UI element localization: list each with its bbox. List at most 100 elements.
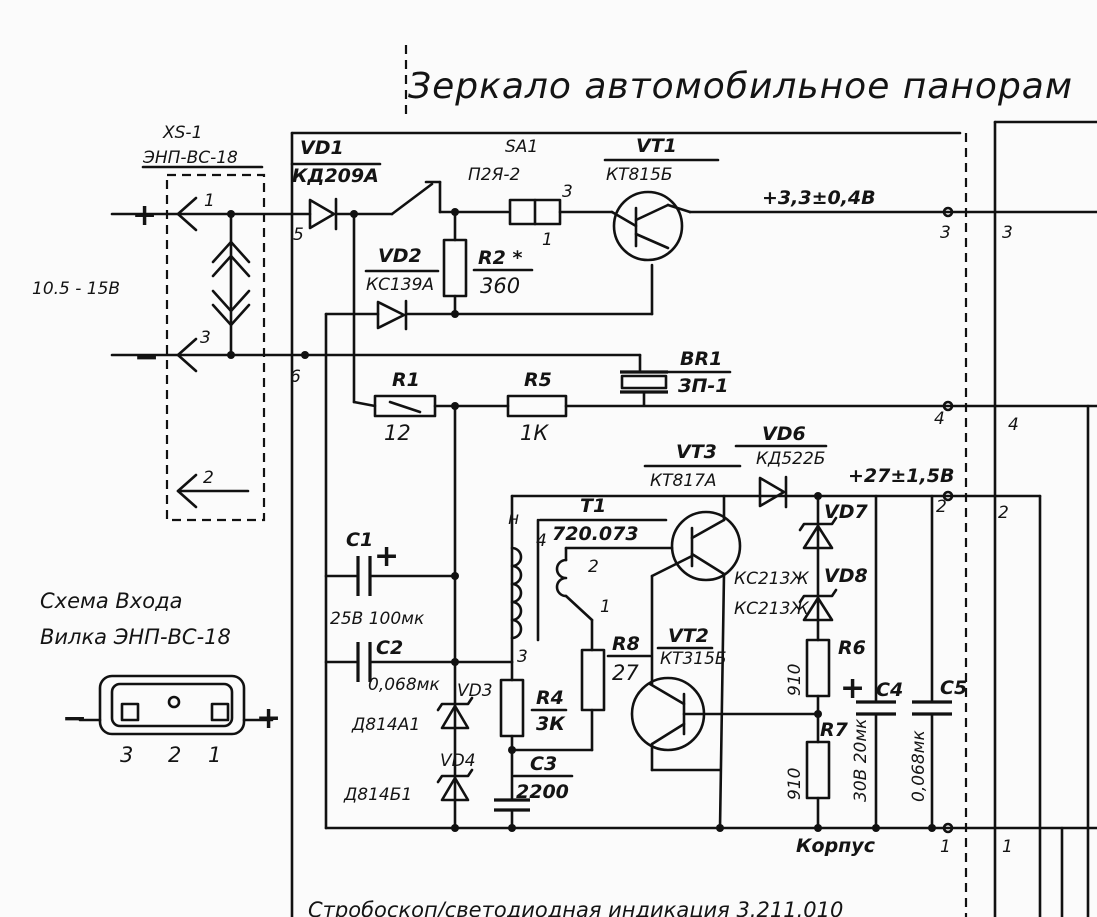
vd3-bar [436, 696, 474, 712]
vt1-lead [610, 210, 638, 228]
plus-sign: + [132, 198, 157, 233]
vt2-ref: VT2 [668, 625, 709, 647]
link-arrow-up [211, 240, 251, 264]
plug-outline [98, 674, 246, 736]
sheet-title: Зеркало автомобильное панорам [408, 66, 1073, 107]
out2-pin-b: 2 [998, 503, 1009, 523]
junction [814, 824, 822, 832]
vt3-transistor [670, 510, 742, 582]
pin2-label: 2 [203, 468, 214, 488]
t1-secondary-winding [555, 558, 568, 598]
vt1-part: КТ815Б [606, 165, 673, 185]
pin1-label: 1 [204, 191, 215, 211]
vd8-zener [802, 596, 834, 622]
plug-plus: + [256, 701, 281, 736]
vd8-bar [798, 588, 838, 604]
t1-node-2: 2 [588, 557, 599, 577]
plug-inner [110, 682, 234, 728]
connector-box [165, 173, 266, 522]
plug-pin-3 [120, 702, 140, 722]
link-arrow-down [211, 303, 251, 327]
vd8-part: КС213Ж [734, 599, 809, 619]
plug-pin-2 [167, 695, 181, 709]
out2-pin: 2 [936, 497, 947, 517]
c1-plus: + [374, 539, 399, 574]
junction [451, 824, 459, 832]
vt1-collector [634, 203, 670, 222]
r8-value: 27 [612, 661, 639, 685]
vd1-ref: VD1 [300, 137, 344, 159]
junction [928, 824, 936, 832]
c5-ref: C5 [940, 677, 967, 699]
vd4-bar [436, 768, 474, 784]
terminal-1 [942, 822, 954, 834]
junction [508, 824, 516, 832]
junction [301, 351, 309, 359]
c2-ref: C2 [376, 637, 403, 659]
sa1-switch-blade [390, 182, 434, 216]
vd6-diode [758, 476, 786, 508]
vd2-diode [376, 300, 406, 330]
vd6-part: КД522Б [756, 449, 825, 469]
r2-ref: R2 * [478, 247, 522, 269]
vd3-zener [440, 704, 470, 730]
vd6-ref: VD6 [762, 423, 806, 445]
vt3-emitter [690, 552, 726, 576]
node-5: 5 [293, 225, 304, 245]
t1-node-1: 1 [600, 597, 611, 617]
out3-pin-b: 3 [1002, 223, 1013, 243]
vt2-collector [648, 682, 686, 706]
r4-resistor [499, 678, 525, 738]
out3-label: +3,3±0,4В [762, 187, 876, 209]
terminal-3 [942, 206, 954, 218]
r2-value: 360 [480, 274, 520, 298]
pin3-label: 3 [200, 328, 211, 348]
supply-voltage: 10.5 - 15В [32, 279, 120, 299]
vd3-ref: VD3 [457, 681, 493, 701]
terminal-2 [942, 490, 954, 502]
vt1-out [666, 203, 692, 214]
out4-pin: 4 [934, 409, 945, 429]
vd7-bar [798, 516, 838, 532]
r4-ref: R4 [536, 687, 564, 709]
minus-sign: − [134, 340, 159, 375]
c3-value: 2200 [516, 781, 569, 803]
r7-resistor [805, 740, 831, 800]
br1-ref: BR1 [680, 348, 722, 370]
vt1-ref: VT1 [636, 135, 677, 157]
t1-primary-winding [510, 546, 523, 640]
junction [451, 658, 459, 666]
vd4-ref: VD4 [440, 751, 476, 771]
r4-value: 3К [536, 713, 566, 735]
plug-label-2: 2 [168, 743, 181, 767]
c4-ref: C4 [876, 679, 903, 701]
connector-ref: XS-1 [162, 123, 202, 143]
wire-r1-in [352, 400, 377, 408]
junction [716, 824, 724, 832]
sa1-pin3: 3 [562, 182, 573, 202]
br1-part: ЗП-1 [677, 375, 729, 397]
r5-value: 1К [520, 421, 549, 445]
r8-ref: R8 [612, 633, 640, 655]
link-arrow-down-2 [211, 289, 251, 313]
br1-element [620, 374, 668, 390]
t1-part: 720.073 [552, 523, 639, 545]
vd3-part: Д814А1 [351, 715, 420, 735]
t1-node-4: 4 [536, 531, 547, 551]
vd1-diode [308, 198, 336, 230]
c2-value: 0,068мк [368, 675, 440, 695]
junction [451, 572, 459, 580]
wire-t1-to-r8 [564, 594, 594, 622]
vd8-ref: VD8 [824, 565, 868, 587]
out3-pin: 3 [940, 223, 951, 243]
junction [451, 310, 459, 318]
plug-label-1: 1 [208, 743, 221, 767]
r2-resistor [442, 238, 468, 298]
c3-ref: C3 [530, 753, 557, 775]
t1-node-h: н [508, 509, 519, 529]
vd4-zener [440, 776, 470, 802]
ground-pin: 1 [940, 837, 951, 857]
node-6: 6 [290, 367, 301, 387]
inset-title-1: Схема Входа [40, 589, 182, 613]
